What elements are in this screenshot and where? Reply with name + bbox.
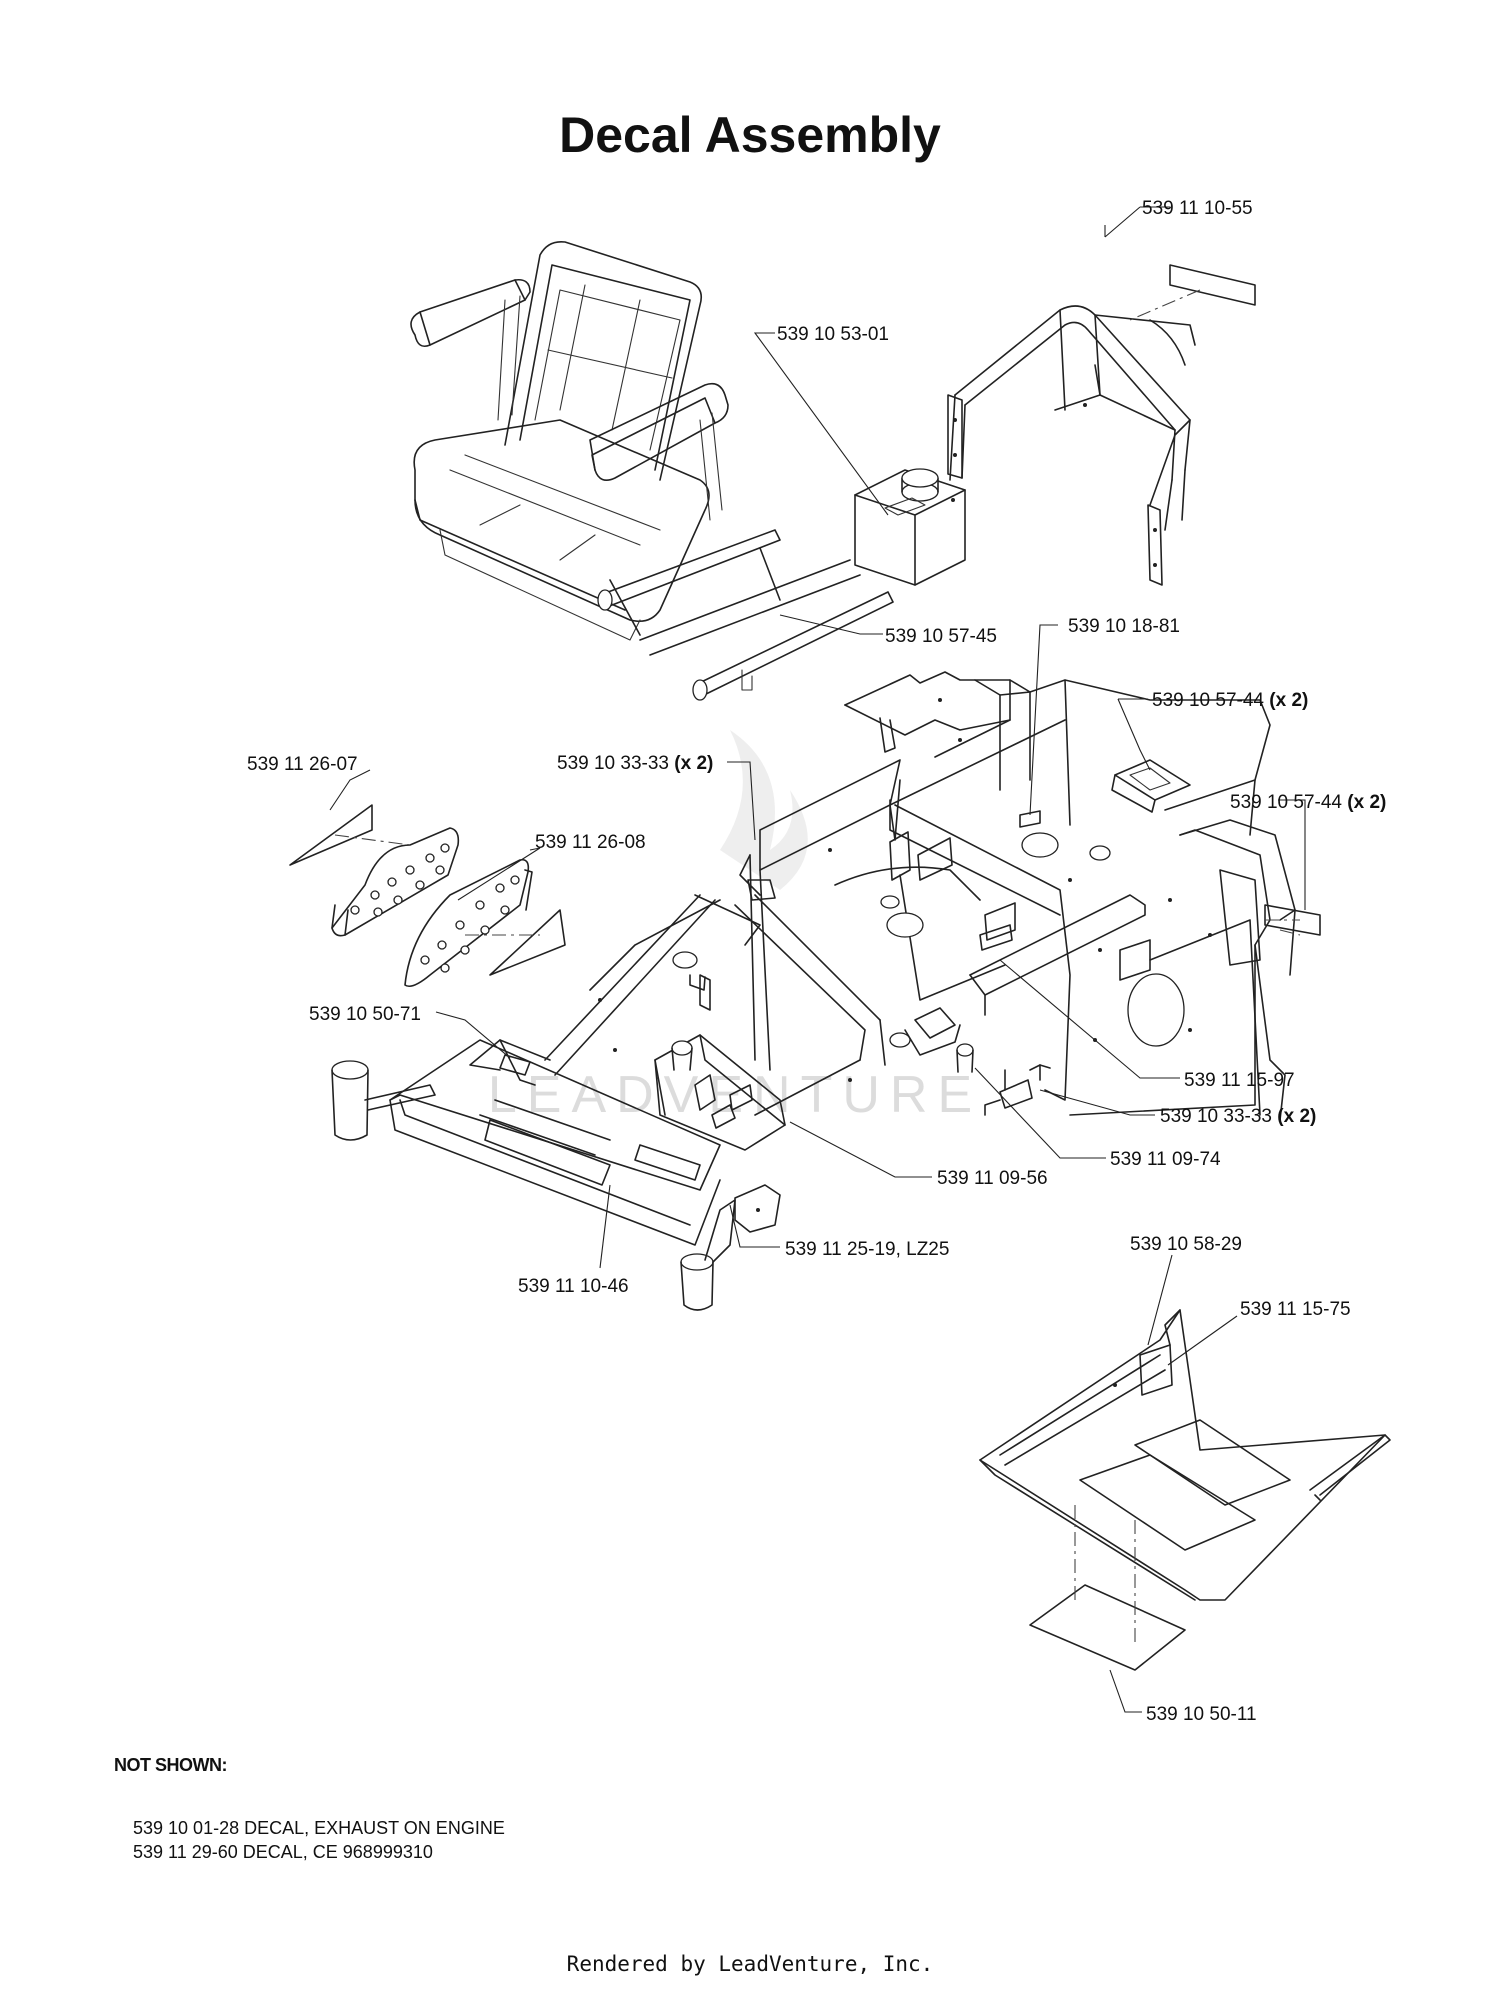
not-shown-heading: NOT SHOWN: bbox=[114, 1755, 227, 1775]
front-deck bbox=[331, 1039, 781, 1311]
foot-pan bbox=[979, 1309, 1391, 1671]
svg-text:LEADVENTURE: LEADVENTURE bbox=[488, 1066, 982, 1124]
page-title: Decal Assembly bbox=[559, 107, 941, 163]
side-covers bbox=[289, 804, 566, 988]
callout-c13: 539 11 09-74 bbox=[1110, 1149, 1221, 1170]
callout-c6: 539 10 57-44 (x 2) bbox=[1230, 792, 1386, 813]
callout-c10: 539 10 50-71 bbox=[309, 1004, 421, 1025]
fuel-tank bbox=[854, 468, 966, 586]
callout-c14: 539 11 09-56 bbox=[937, 1168, 1048, 1189]
callout-c19: 539 10 50-11 bbox=[1146, 1704, 1257, 1725]
callout-c5: 539 10 57-44 (x 2) bbox=[1152, 690, 1308, 711]
not-shown-item: 539 11 29-60 DECAL, CE 968999310 bbox=[133, 1842, 433, 1862]
callout-c3: 539 10 57-45 bbox=[885, 626, 997, 647]
leader-lines bbox=[329, 206, 1306, 1713]
callout-c16: 539 11 10-46 bbox=[518, 1276, 629, 1297]
callout-c12: 539 10 33-33 (x 2) bbox=[1160, 1106, 1316, 1127]
callout-c11: 539 11 15-97 bbox=[1184, 1070, 1295, 1091]
not-shown-item: 539 10 01-28 DECAL, EXHAUST ON ENGINE bbox=[133, 1818, 505, 1838]
callout-c18: 539 11 15-75 bbox=[1240, 1299, 1351, 1320]
callout-labels: 539 11 10-55 539 10 53-01 539 10 57-45 5… bbox=[247, 198, 1386, 1725]
footer-credit: Rendered by LeadVenture, Inc. bbox=[566, 1952, 934, 1976]
callout-c15: 539 11 25-19, LZ25 bbox=[785, 1239, 949, 1260]
callout-c9: 539 11 26-08 bbox=[535, 832, 646, 853]
callout-c2: 539 10 53-01 bbox=[777, 324, 889, 345]
callout-c17: 539 10 58-29 bbox=[1130, 1234, 1242, 1255]
main-frame bbox=[469, 671, 1321, 1151]
callout-c4: 539 10 18-81 bbox=[1068, 616, 1180, 637]
roll-bar bbox=[947, 264, 1256, 586]
callout-c1: 539 11 10-55 bbox=[1142, 198, 1253, 219]
callout-c7: 539 11 26-07 bbox=[247, 754, 358, 775]
seat-assembly bbox=[410, 240, 894, 701]
callout-c8: 539 10 33-33 (x 2) bbox=[557, 753, 713, 774]
